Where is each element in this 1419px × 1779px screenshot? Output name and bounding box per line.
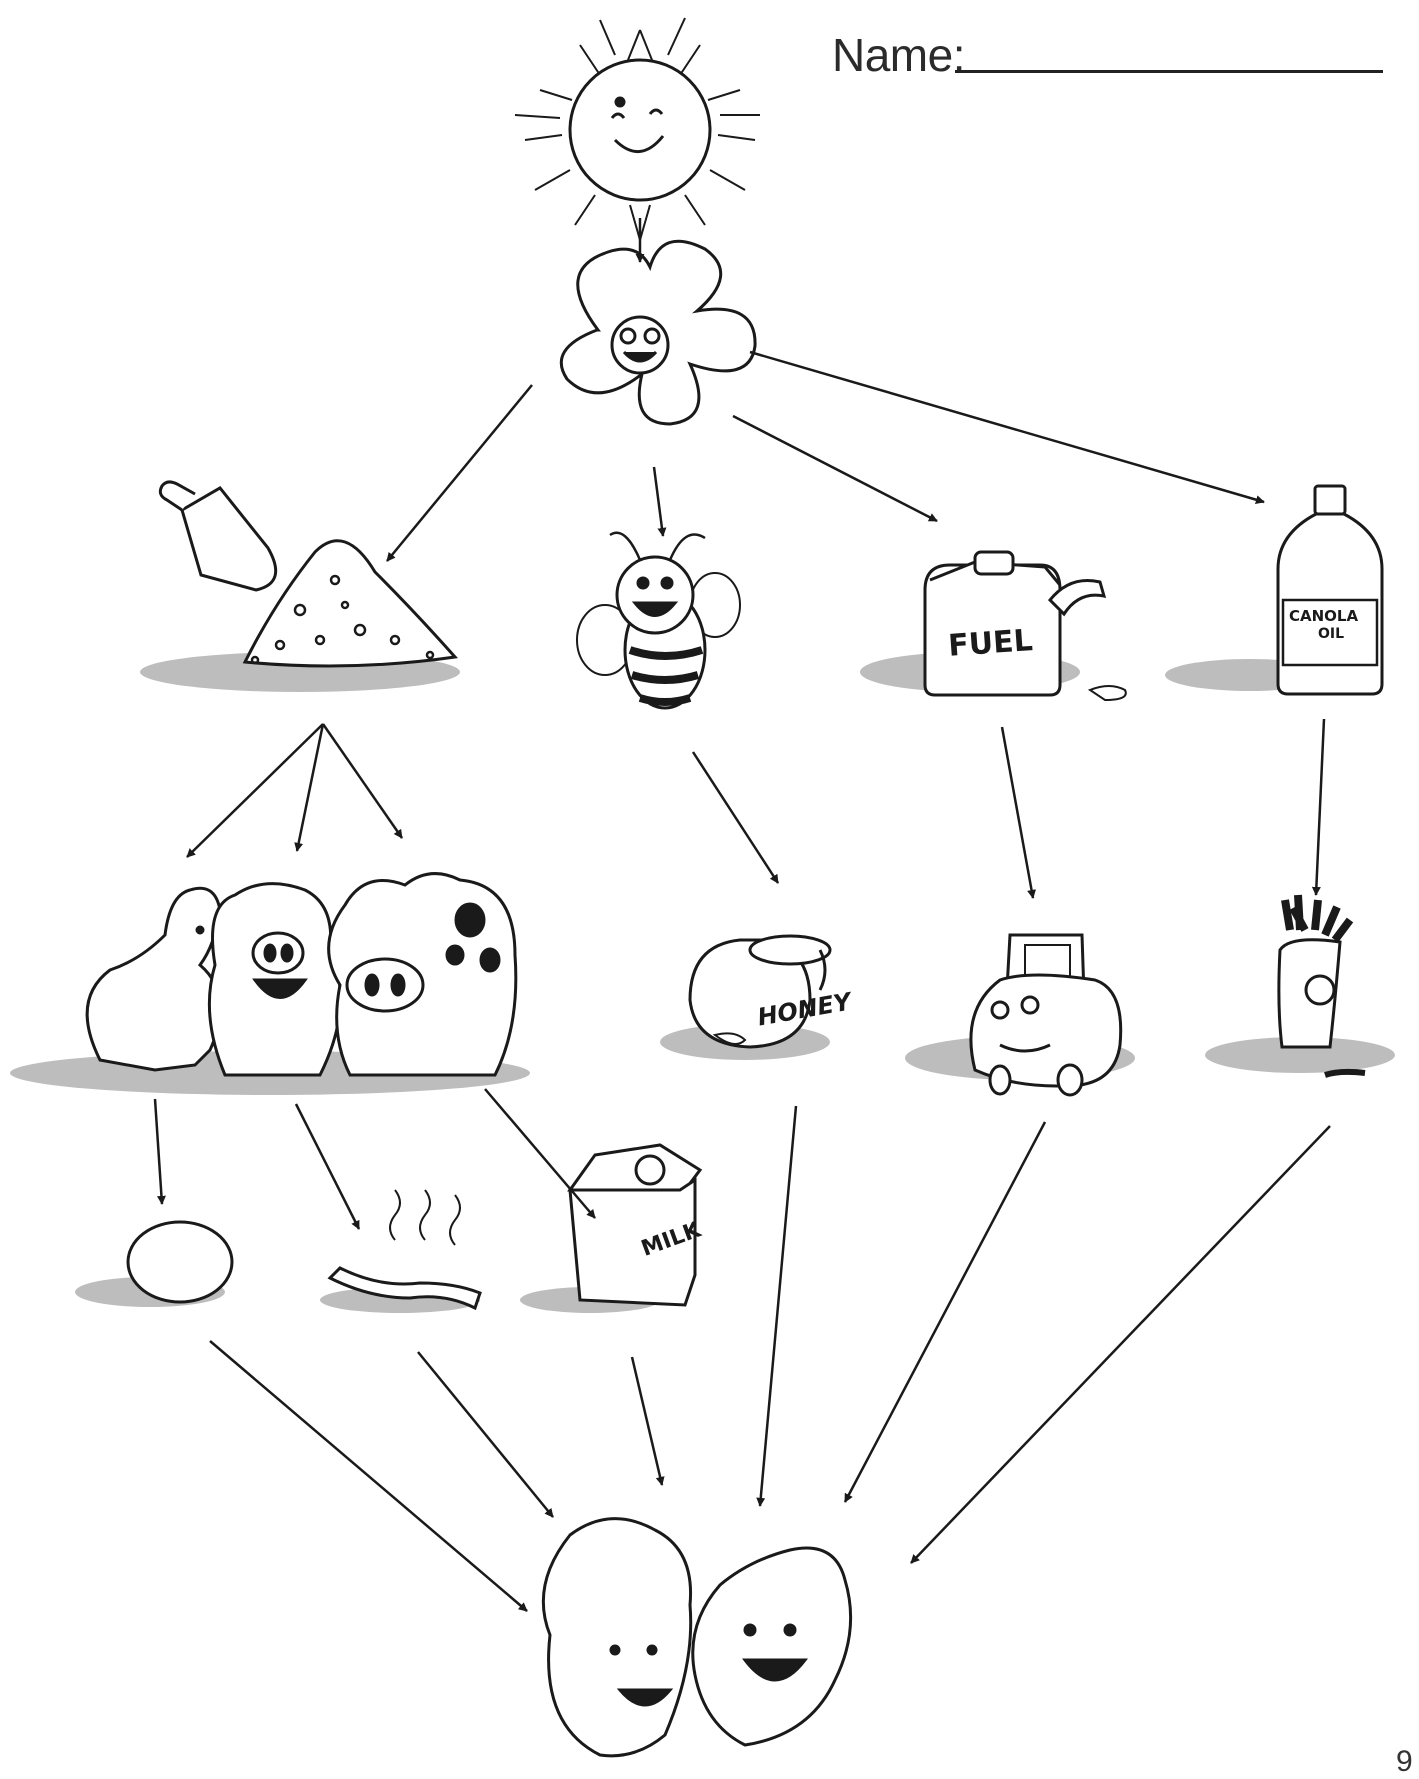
fuel-label: FUEL (947, 623, 1034, 664)
arrow-cow-to-milk (484, 1088, 596, 1219)
arrow-fries-to-kids (910, 1125, 1331, 1564)
arrow-flower-to-fuel (732, 414, 938, 523)
chicken-icon (85, 886, 222, 1072)
arrow-flower-to-bee (652, 466, 667, 537)
arrow-bee-to-honey (691, 751, 780, 884)
name-blank-line[interactable] (955, 70, 1383, 73)
arrow-egg-to-kids (209, 1340, 528, 1612)
canola-label-line2: OIL (1318, 626, 1344, 642)
farm-animals-icon (10, 872, 530, 1095)
french-fries-icon (1205, 894, 1395, 1078)
arrows (153, 218, 1331, 1612)
arrow-flower-to-canola (749, 350, 1265, 505)
egg-icon (75, 1220, 234, 1307)
arrow-honey-to-kids (756, 1105, 798, 1507)
arrow-flower-to-grain (386, 384, 533, 562)
girl-icon (541, 1517, 693, 1758)
bacon-icon (320, 1189, 482, 1313)
kids-faces-icon (541, 1517, 853, 1758)
canola-label-line1: CANOLA (1289, 607, 1358, 625)
boy-icon (691, 1546, 853, 1747)
arrow-fuel-to-car (1000, 726, 1036, 899)
arrow-pig-to-bacon (294, 1103, 361, 1230)
milk-carton-icon: MILK (520, 1143, 705, 1313)
car-icon (905, 933, 1135, 1097)
arrow-grain-to-chicken (186, 723, 324, 858)
arrow-car-to-kids (843, 1121, 1047, 1503)
name-label: Name: (832, 28, 965, 82)
arrow-chicken-to-egg (153, 1098, 166, 1205)
page-number: 9 (1396, 1745, 1413, 1778)
arrow-canola-to-fries (1311, 718, 1326, 896)
arrow-grain-to-cow (321, 723, 404, 839)
honey-pot-icon: HONEY (660, 934, 856, 1060)
bee-icon (576, 531, 741, 710)
arrow-bacon-to-kids (417, 1351, 554, 1518)
flower-icon (559, 239, 757, 426)
fuel-can-icon: FUEL (860, 550, 1127, 702)
arrow-milk-to-kids (630, 1356, 665, 1486)
grain-scoop-icon (140, 480, 460, 692)
canola-oil-bottle-icon: CANOLA OIL (1165, 484, 1384, 696)
arrow-grain-to-pig (294, 723, 325, 852)
name-label-text: Name: (832, 29, 965, 81)
sun-icon (514, 17, 760, 241)
